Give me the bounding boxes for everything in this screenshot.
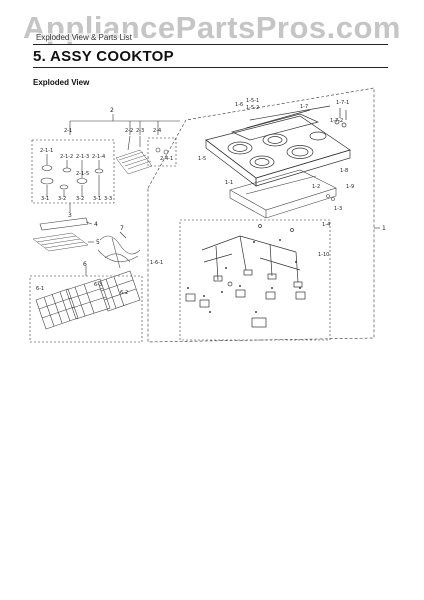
label-2-1-4: 2-1-4 xyxy=(92,154,105,160)
label-5: 5 xyxy=(96,239,100,246)
label-2-1-5: 2-1-5 xyxy=(76,171,89,177)
label-2-4: 2-4 xyxy=(153,128,161,134)
label-1-5: 1-5 xyxy=(198,156,206,162)
group-2-burners xyxy=(31,114,180,204)
label-1-6-1: 1-6-1 xyxy=(150,260,163,266)
label-1-5-1: 1-5-1 xyxy=(246,98,259,104)
label-3-2: 3-2 xyxy=(58,196,66,202)
group-6-grates xyxy=(29,266,143,343)
label-3-2b: 3-2 xyxy=(76,196,84,202)
assembly-1-cooktop xyxy=(147,87,380,343)
label-2-4-1: 2-4-1 xyxy=(160,156,173,162)
label-1-7-2: 1-7-2 xyxy=(330,118,343,124)
label-6: 6 xyxy=(83,261,87,268)
label-6-3: 6-3 xyxy=(94,282,102,288)
header-rule-bottom xyxy=(33,67,388,68)
label-2-1: 2-1 xyxy=(64,128,72,134)
label-1-7-1: 1-7-1 xyxy=(336,100,349,106)
label-1: 1 xyxy=(382,225,386,232)
label-1-10: 1-10 xyxy=(318,252,329,258)
label-6-2: 6-2 xyxy=(120,290,128,296)
label-6-1: 6-1 xyxy=(36,286,44,292)
header-rule-top xyxy=(33,44,388,45)
label-1-5-2: 1-5-2 xyxy=(246,105,259,111)
label-3-1b: 3-1 xyxy=(93,196,101,202)
page-title: 5. ASSY COOKTOP xyxy=(33,48,174,65)
label-2: 2 xyxy=(110,107,114,114)
callout-labels: 2 2-1 2-2 2-3 2-4 2-4-1 2-1-1 2-1-2 2-1-… xyxy=(36,98,386,296)
label-2-2: 2-2 xyxy=(125,128,133,134)
sub-part-markers xyxy=(187,239,301,313)
group-3-5-parts xyxy=(32,203,141,269)
label-7: 7 xyxy=(120,225,124,232)
label-2-1-1: 2-1-1 xyxy=(40,148,53,154)
label-1-8: 1-8 xyxy=(340,168,348,174)
label-3-1: 3-1 xyxy=(41,196,49,202)
label-4: 4 xyxy=(94,221,98,228)
label-2-3: 2-3 xyxy=(136,128,144,134)
label-2-1-3: 2-1-3 xyxy=(76,154,89,160)
view-label: Exploded View xyxy=(33,78,90,87)
label-1-9: 1-9 xyxy=(346,184,354,190)
label-3: 3 xyxy=(68,212,72,219)
label-1-2: 1-2 xyxy=(312,184,320,190)
label-1-3: 1-3 xyxy=(334,206,342,212)
label-1-6: 1-6 xyxy=(235,102,243,108)
label-2-1-2: 2-1-2 xyxy=(60,154,73,160)
label-1-7: 1-7 xyxy=(300,104,308,110)
section-header-label: Exploded View & Parts List xyxy=(36,33,132,42)
label-1-4: 1-4 xyxy=(322,222,330,228)
label-1-1: 1-1 xyxy=(225,180,233,186)
label-3-3: 3-3 xyxy=(104,196,112,202)
